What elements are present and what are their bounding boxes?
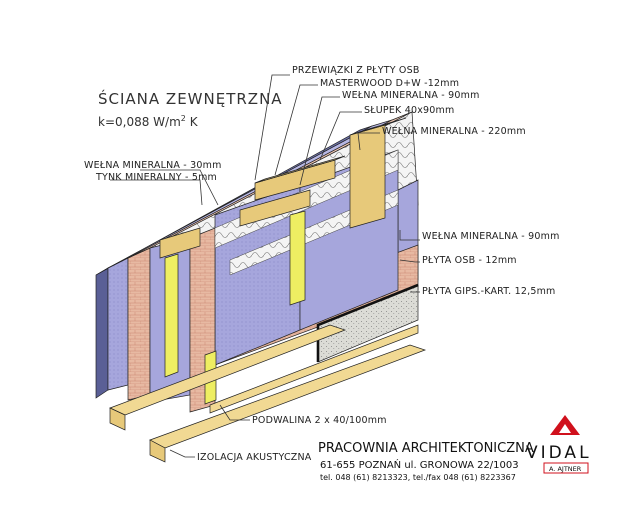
label-welna-90-right: WEŁNA MINERALNA - 90mm bbox=[422, 231, 560, 242]
logo-author-box bbox=[543, 462, 589, 474]
label-welna-220: WEŁNA MINERALNA - 220mm bbox=[382, 126, 526, 137]
label-podwalina: PODWALINA 2 x 40/100mm bbox=[252, 415, 387, 426]
sill-plate-2-face bbox=[149, 439, 166, 463]
bottom-runner bbox=[209, 324, 419, 414]
logo-white-notch bbox=[559, 424, 571, 433]
office-name: PRACOWNIA ARCHITEKTONICZNA bbox=[318, 441, 534, 456]
osb-tie-left bbox=[159, 227, 201, 259]
osb-tie-middle bbox=[239, 189, 311, 227]
title-block-footer: PRACOWNIA ARCHITEKTONICZNA 61-655 POZNAŃ… bbox=[318, 441, 534, 482]
label-slupek: SŁUPEK 40x90mm bbox=[364, 105, 454, 116]
office-phone: tel. 048 (61) 8213323, tel./fax 048 (61)… bbox=[320, 473, 516, 482]
stud-left-1 bbox=[164, 253, 179, 378]
mineral-plaster-layer bbox=[95, 267, 109, 399]
outer-board-face bbox=[127, 247, 151, 401]
timber-block-right-top bbox=[349, 117, 407, 136]
stud-middle bbox=[289, 210, 306, 306]
label-plyta-gips: PŁYTA GIPS.-KART. 12,5mm bbox=[422, 286, 555, 297]
drawing-title: ŚCIANA ZEWNĘTRZNA bbox=[98, 89, 283, 108]
gypsum-edge-line bbox=[316, 283, 419, 362]
k-value: k=0,088 W/m2 K bbox=[98, 114, 199, 129]
layer-labels: PRZEWIĄZKI Z PŁYTY OSB MASTERWOOD D+W -1… bbox=[84, 65, 560, 463]
vidal-logo: VIDAL A. AJTNER bbox=[526, 415, 592, 474]
logo-brand: VIDAL bbox=[526, 443, 592, 463]
leader-lines bbox=[110, 74, 420, 458]
outer-wool-30-face bbox=[107, 257, 129, 391]
logo-author: A. AJTNER bbox=[549, 465, 582, 473]
sill-plate-1-face bbox=[109, 407, 126, 431]
label-tynk: TYNK MINERALNY - 5mm bbox=[95, 172, 217, 183]
label-welna-90-top: WEŁNA MINERALNA - 90mm bbox=[342, 90, 480, 101]
label-welna-30: WEŁNA MINERALNA - 30mm bbox=[84, 160, 222, 171]
label-przewiazki: PRZEWIĄZKI Z PŁYTY OSB bbox=[292, 65, 420, 76]
label-masterwood: MASTERWOOD D+W -12mm bbox=[320, 78, 459, 89]
label-plyta-osb: PŁYTA OSB - 12mm bbox=[422, 255, 517, 266]
office-address: 61-655 POZNAŃ ul. GRONOWA 22/1003 bbox=[320, 458, 519, 471]
timber-elements bbox=[109, 117, 427, 463]
label-izolacja: IZOLACJA AKUSTYCZNA bbox=[197, 452, 312, 463]
osb-tie-top-face bbox=[254, 155, 346, 184]
timber-block-right bbox=[349, 124, 386, 229]
